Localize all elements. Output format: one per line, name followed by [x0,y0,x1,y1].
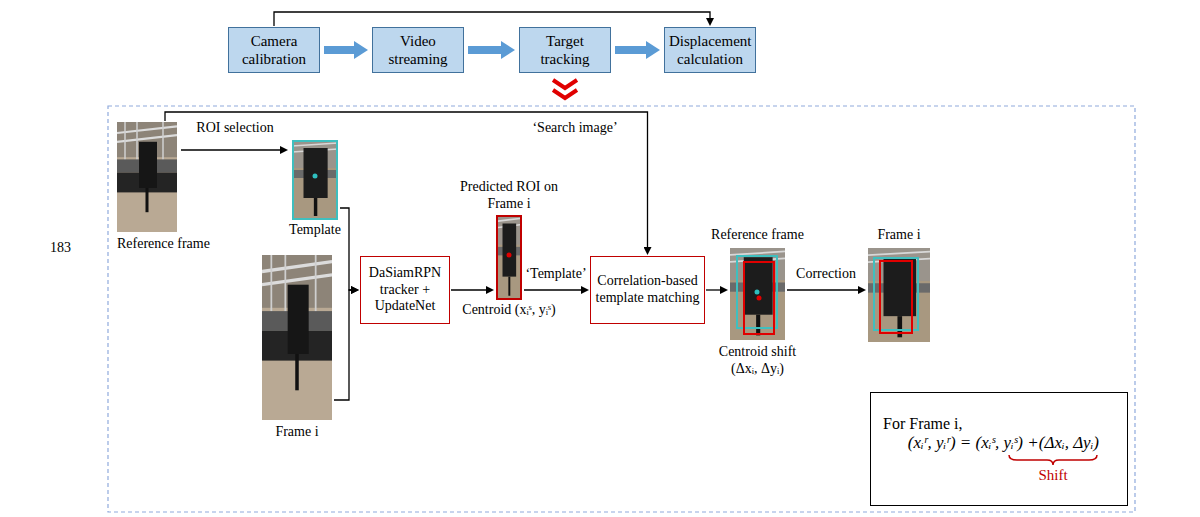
photo-crop [868,248,930,342]
photo-crop [292,140,338,220]
formula-text: (xᵢʳ, yᵢʳ) = (xᵢˢ, yᵢˢ) +(Δxᵢ, Δyᵢ) [899,433,1099,453]
formula-column: (xᵢʳ, yᵢʳ) = (xᵢˢ, yᵢˢ) +(Δxᵢ, Δyᵢ) Shift [899,433,1099,483]
chevron [553,90,577,98]
roi-box [880,261,912,333]
connector-arrow [340,208,351,290]
edge-label: ROI selection [194,120,275,137]
photo [117,122,177,232]
image-caption: Reference frame [711,227,804,244]
image-caption: Template [289,222,341,239]
image-caption: Predicted ROI on Frame i [459,179,559,213]
image-caption: Centroid (xᵢˢ, yᵢˢ) [462,302,555,319]
connector-arrow [181,149,280,150]
algorithm-box: Correlation-based template matching [590,256,705,324]
chevron [553,80,577,88]
process-box: Displacement calculation [664,27,756,73]
image-caption: Frame i [877,227,920,244]
connector-arrow [451,289,486,290]
formula-box: For Frame i,(xᵢʳ, yᵢʳ) = (xᵢˢ, yᵢˢ) +(Δx… [870,392,1128,506]
connector-arrow [324,46,354,54]
brace-symbol [1009,455,1097,465]
box-label: Video streaming [377,32,459,68]
process-box: Camera calibration [228,27,320,73]
centroid-dot [755,290,760,295]
centroid-dot [507,253,512,258]
brace-symbol [1007,454,1099,466]
photo-crop [496,215,522,300]
edge-label: ‘Search image’ [530,120,619,137]
dashed-region [108,106,1135,512]
roi-box [744,262,774,334]
connector-arrow [787,289,858,290]
box-label: Target tracking [524,32,606,68]
photo-frame: Template [292,140,338,220]
image-caption: Centroid shift (Δxᵢ, Δyᵢ) [708,344,808,378]
box-label: DaSiamRPN tracker + UpdateNet [365,265,445,315]
connector-arrow [468,46,501,54]
box-label: Camera calibration [233,32,315,68]
photo [262,255,332,420]
box-label: Correlation-based template matching [595,273,700,307]
image-caption: Frame i [275,424,318,441]
connector-arrow [524,289,581,290]
photo-frame: Frame i [262,255,332,420]
photo-frame: Reference frame [117,122,177,232]
photo-frame: Predicted ROI on Frame iCentroid (xᵢˢ, y… [496,215,522,300]
centroid-dot [313,174,318,179]
box-label: Displacement calculation [669,32,751,68]
line-number: 183 [50,240,71,257]
process-box: Target tracking [519,27,611,73]
photo-frame: Reference frameCentroid shift (Δxᵢ, Δyᵢ) [730,248,785,340]
connector-arrow [615,46,646,54]
edge-label: ‘Template’ [523,266,588,283]
algorithm-box: DaSiamRPN tracker + UpdateNet [360,256,450,324]
photo-crop [730,248,785,340]
connector-arrow [274,12,710,26]
photo-frame: Frame i [868,248,930,342]
formula-heading: For Frame i, [883,414,1115,433]
connector-arrow [706,289,720,290]
brace-label: Shift [1007,466,1099,484]
connector-arrow [165,112,648,247]
image-caption: Reference frame [117,236,210,253]
centroid-dot [757,296,762,301]
edge-label: Correction [794,266,858,283]
process-box: Video streaming [372,27,464,73]
connector-arrow [334,290,351,400]
